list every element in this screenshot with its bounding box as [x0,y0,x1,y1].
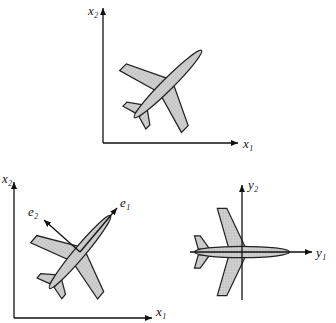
axis-label: x₂ [88,4,98,17]
basis-vector-label: e₁ [120,196,130,209]
axis-label: x₁ [243,137,253,150]
body-axes [44,208,117,252]
airplane [16,188,144,317]
airplane [104,20,233,149]
basis-vector-label: e₂ [28,205,38,218]
axes [14,182,152,318]
axis-label: x₁ [156,305,166,318]
axis-label: y₁ [316,246,326,259]
axes [190,185,312,300]
axis-label: y₂ [248,178,258,191]
axis-label: x₂ [2,172,12,185]
